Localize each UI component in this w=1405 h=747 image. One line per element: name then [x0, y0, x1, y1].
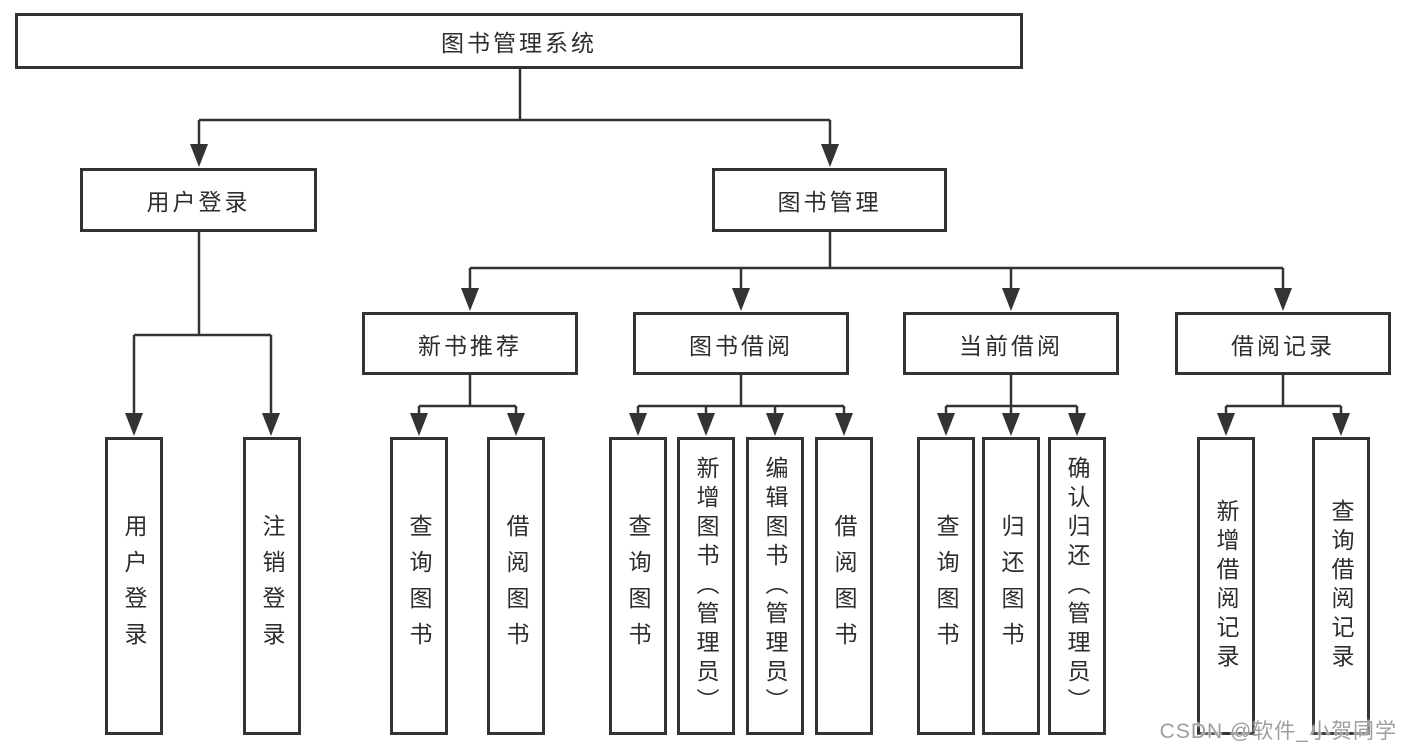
node-book-borrowing: 图书借阅 — [633, 312, 849, 375]
leaf-add-book-admin: 新增图书（管理员） — [677, 437, 735, 735]
leaf-logout-login: 注销登录 — [243, 437, 301, 735]
node-book-management-system: 图书管理系统 — [15, 13, 1023, 69]
node-book-management: 图书管理 — [712, 168, 947, 232]
leaf-edit-book-admin: 编辑图书（管理员） — [746, 437, 804, 735]
leaf-confirm-return-admin: 确认归还（管理员） — [1048, 437, 1106, 735]
leaf-borrow-books-recommend: 借阅图书 — [487, 437, 545, 735]
node-current-borrowing: 当前借阅 — [903, 312, 1119, 375]
leaf-user-login: 用户登录 — [105, 437, 163, 735]
csdn-watermark: CSDN @软件_小贺同学 — [1159, 720, 1397, 743]
leaf-query-books-recommend: 查询图书 — [390, 437, 448, 735]
leaf-return-books: 归还图书 — [982, 437, 1040, 735]
node-new-book-recommendation: 新书推荐 — [362, 312, 578, 375]
node-user-login: 用户登录 — [80, 168, 317, 232]
leaf-query-books-current: 查询图书 — [917, 437, 975, 735]
leaf-borrow-books-borrow: 借阅图书 — [815, 437, 873, 735]
leaf-query-borrow-record: 查询借阅记录 — [1312, 437, 1370, 735]
node-borrowing-records: 借阅记录 — [1175, 312, 1391, 375]
leaf-query-books-borrow: 查询图书 — [609, 437, 667, 735]
leaf-add-borrow-record: 新增借阅记录 — [1197, 437, 1255, 735]
